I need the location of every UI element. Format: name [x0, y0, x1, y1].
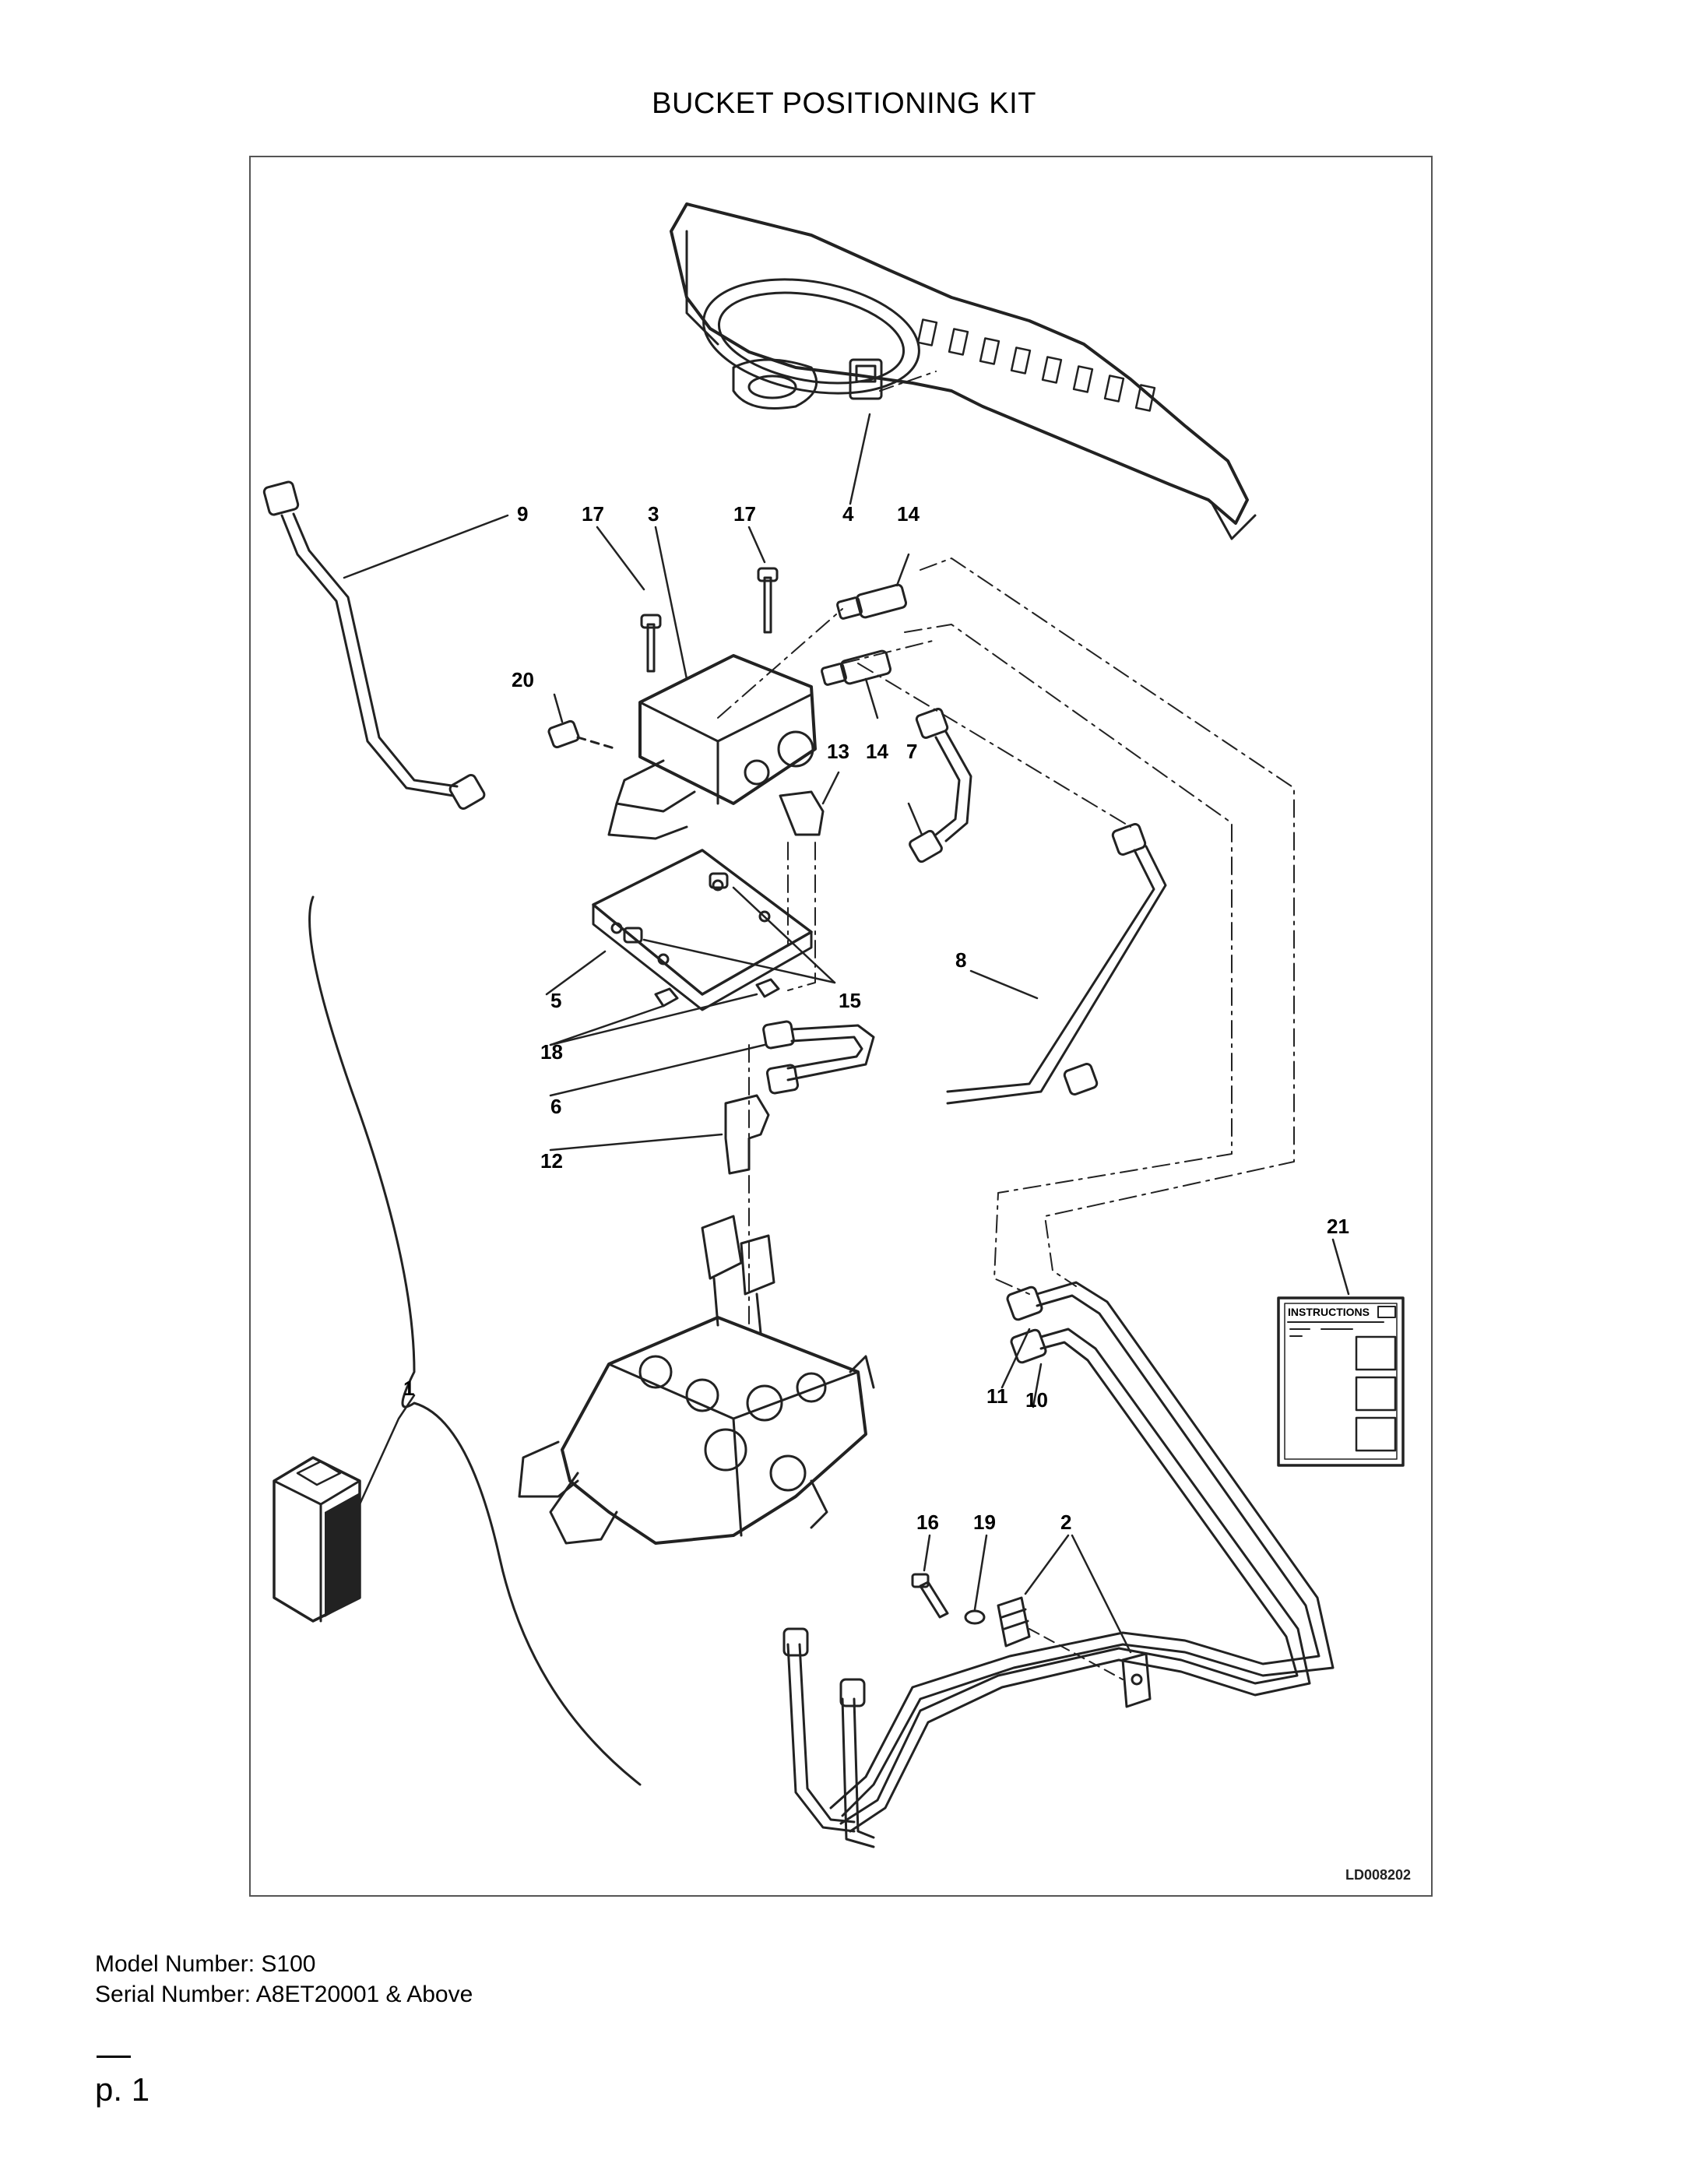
callout-12: 12 [540, 1149, 563, 1173]
valve-block-3-drawing [607, 526, 817, 840]
callout-3: 3 [648, 502, 659, 526]
figure-code: LD008202 [1345, 1867, 1411, 1883]
callout-14-lower: 14 [866, 740, 888, 763]
bracket-5-drawing [545, 849, 813, 1011]
bolt-17-right-drawing [747, 526, 779, 634]
callout-10: 10 [1025, 1388, 1048, 1412]
callout-16: 16 [916, 1511, 939, 1534]
control-handle-drawing [670, 202, 1257, 540]
hydraulic-lines-10-11-drawing [782, 1281, 1335, 1848]
fitting-14-upper-drawing [836, 553, 910, 620]
hydraulic-line-8-drawing [946, 822, 1167, 1105]
callout-14-upper: 14 [897, 502, 920, 526]
callout-6: 6 [550, 1095, 561, 1118]
page-title: BUCKET POSITIONING KIT [652, 87, 1036, 120]
hydraulic-line-6-drawing [549, 1020, 875, 1097]
bolt-17-left-drawing [596, 526, 662, 673]
control-valve-drawing [518, 1215, 875, 1545]
callout-18: 18 [540, 1040, 563, 1064]
hydraulic-line-7-drawing [907, 707, 972, 863]
callout-13: 13 [827, 740, 849, 763]
page-number: p. 1 [95, 2071, 150, 2108]
page-number-rule [97, 2056, 131, 2058]
parts-illustration-frame: INSTRUCTIONS 9 17 3 17 4 14 20 13 14 7 8… [249, 156, 1433, 1897]
instructions-card-21-drawing [1277, 1238, 1405, 1467]
fitting-20-drawing [547, 693, 618, 751]
clamp-2-drawing [997, 1534, 1152, 1708]
callout-15: 15 [839, 989, 861, 1012]
callout-20: 20 [512, 668, 534, 691]
callout-9: 9 [517, 502, 528, 526]
screw-15-drawing [623, 872, 836, 984]
kit-box-1-drawing [273, 1394, 416, 1623]
washer-19-drawing [964, 1534, 988, 1625]
callout-11: 11 [986, 1384, 1008, 1408]
callout-2: 2 [1060, 1511, 1071, 1534]
bolt-16-drawing [911, 1534, 949, 1619]
serial-number: Serial Number: A8ET20001 & Above [95, 1982, 473, 2007]
connection-lines-drawing [717, 557, 1295, 1326]
callout-17-left: 17 [582, 502, 604, 526]
fitting-14-lower-drawing [821, 649, 892, 719]
callout-4: 4 [842, 502, 854, 526]
model-number: Model Number: S100 [95, 1951, 316, 1977]
parts-exploded-view: INSTRUCTIONS 9 17 3 17 4 14 20 13 14 7 8… [262, 202, 1411, 1883]
callout-7: 7 [906, 740, 917, 763]
instructions-card-title: INSTRUCTIONS [1288, 1306, 1370, 1318]
nut-18-drawing [549, 978, 780, 1046]
hydraulic-line-9-drawing [262, 480, 509, 811]
callout-21: 21 [1327, 1215, 1349, 1238]
callout-19: 19 [973, 1511, 996, 1534]
elbow-12-drawing [549, 1094, 770, 1175]
elbow-13-drawing [779, 771, 840, 836]
callout-1: 1 [403, 1377, 414, 1400]
callout-8: 8 [955, 948, 966, 972]
callout-17-right: 17 [733, 502, 756, 526]
callout-5: 5 [550, 989, 561, 1012]
